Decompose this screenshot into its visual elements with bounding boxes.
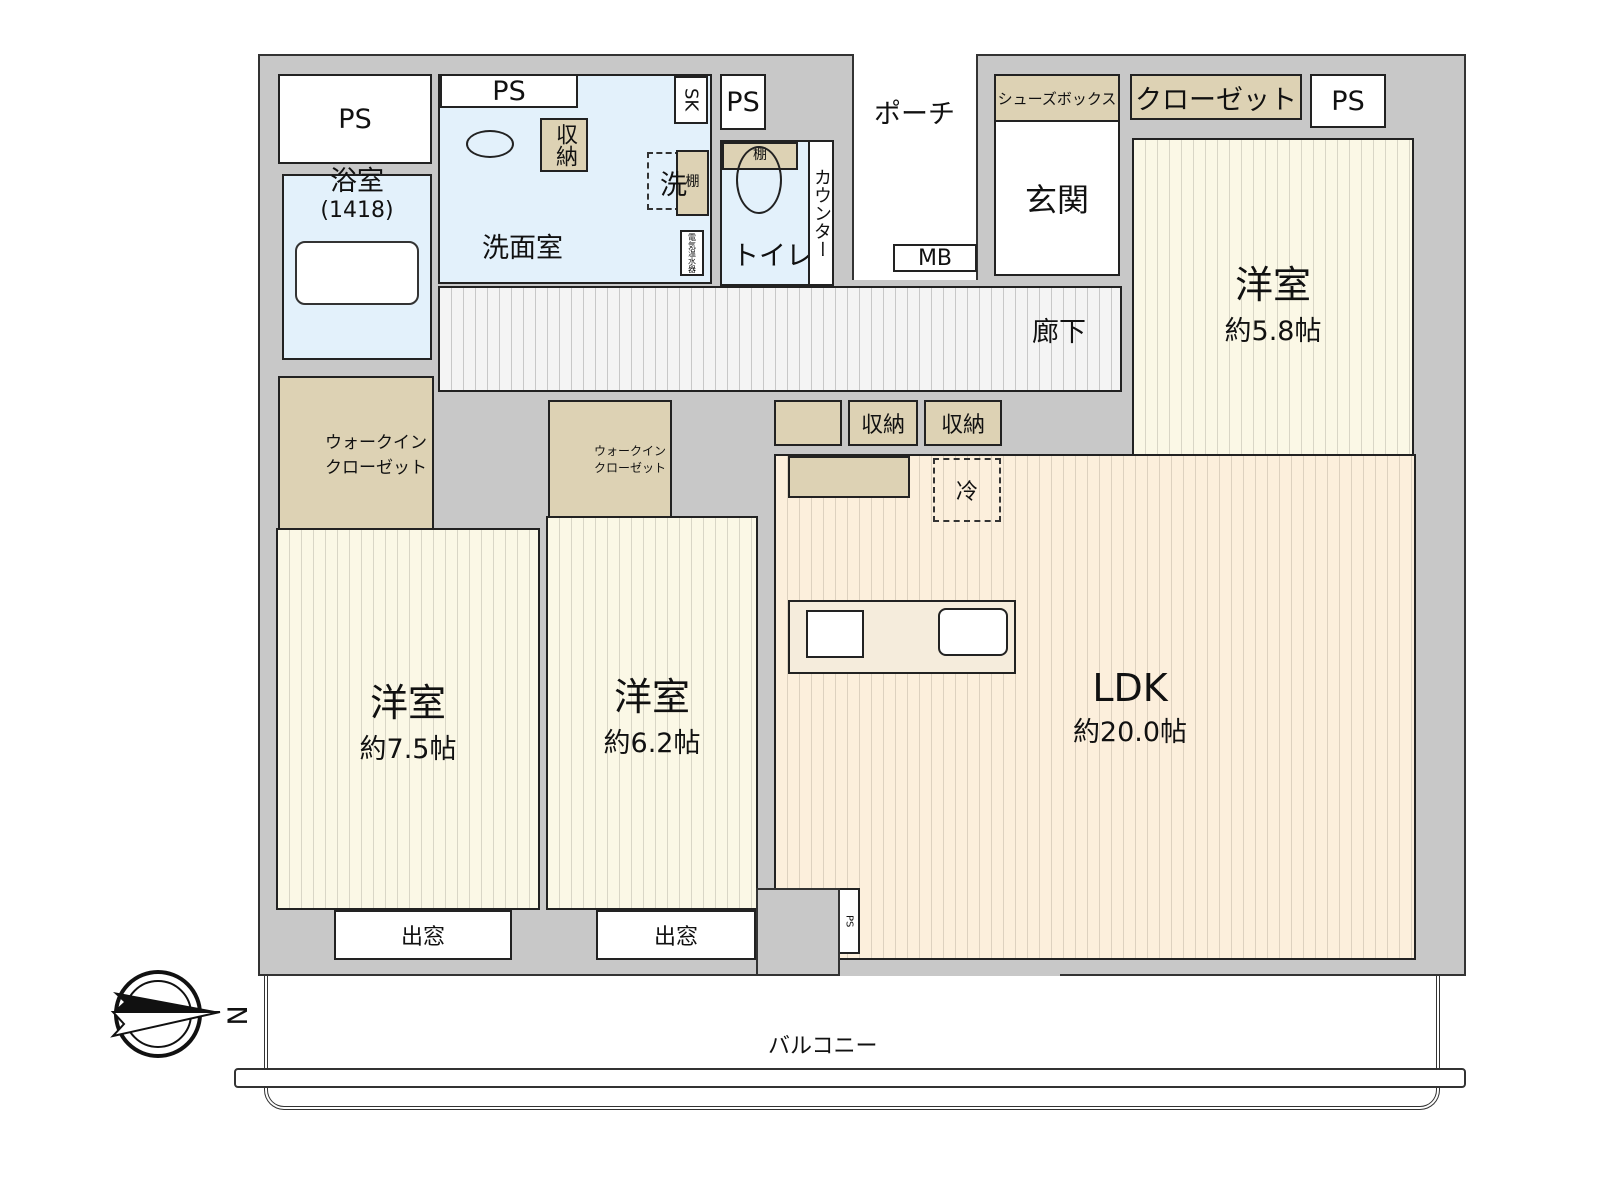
ps-washroom: PS <box>440 74 578 108</box>
ldk: LDK 約20.0帖 <box>774 454 1416 960</box>
bathroom: 浴室 (1418) <box>282 166 432 360</box>
balcony-label: バルコニー <box>768 1034 878 1059</box>
washroom-label: 洗面室 <box>482 233 563 264</box>
hallway <box>438 286 1122 392</box>
toilet-label: トイレ <box>732 241 813 272</box>
water-heater: 電気温水器 <box>680 230 704 276</box>
stove-icon <box>806 610 864 658</box>
bathtub-icon <box>295 241 419 305</box>
mb-box: MB <box>893 244 977 272</box>
wic-center: ウォークイン クローゼット <box>548 400 672 518</box>
wic-west: ウォークイン クローゼット <box>278 376 434 530</box>
kitchen-cabinets <box>788 456 910 498</box>
kitchen-counter <box>788 600 1016 674</box>
storage-2: 収納 <box>848 400 918 446</box>
washer-label: 洗 <box>660 170 687 201</box>
bedroom-ne-size: 約5.8帖 <box>1224 316 1322 347</box>
bedroom-center-name: 洋室 <box>613 675 690 719</box>
bath-size: (1418) <box>320 198 394 223</box>
porch-label: ポーチ <box>874 99 955 130</box>
washroom <box>438 74 712 284</box>
counter: カウンター <box>808 140 834 286</box>
bay-window-center: 出窓 <box>596 910 756 960</box>
compass-icon <box>108 968 248 1062</box>
ps-toilet: PS <box>720 74 766 130</box>
washroom-storage: 収納 <box>540 118 588 172</box>
bedroom-west-name: 洋室 <box>369 681 446 725</box>
ps-room: PS <box>278 74 432 164</box>
closet: クローゼット <box>1130 74 1302 120</box>
compass-north-label: N <box>220 1005 252 1026</box>
balcony-rail <box>234 1068 1466 1088</box>
storage-1 <box>774 400 842 446</box>
ps-closet: PS <box>1310 74 1386 128</box>
ldk-name: LDK <box>1092 665 1168 710</box>
hallway-label: 廊下 <box>1032 317 1086 348</box>
kitchen-sink-icon <box>938 608 1008 656</box>
ldk-size: 約20.0帖 <box>1072 716 1188 748</box>
storage-3: 収納 <box>924 400 1002 446</box>
bay-window-west: 出窓 <box>334 910 512 960</box>
entrance: 玄関 <box>994 120 1120 276</box>
pillar <box>756 888 840 976</box>
fridge-space: 冷 <box>933 458 1001 522</box>
bedroom-west-size: 約7.5帖 <box>359 734 457 765</box>
bedroom-ne-name: 洋室 <box>1234 263 1311 307</box>
toilet-icon <box>736 146 782 214</box>
porch <box>854 54 976 224</box>
bedroom-center: 洋室 約6.2帖 <box>546 516 758 910</box>
washroom-shelf: 棚 <box>676 150 709 216</box>
bedroom-center-size: 約6.2帖 <box>603 728 701 759</box>
sink-icon <box>466 130 514 158</box>
ps-ldk: PS <box>838 888 860 954</box>
bedroom-ne: 洋室 約5.8帖 <box>1132 138 1414 464</box>
bedroom-west: 洋室 約7.5帖 <box>276 528 540 910</box>
shoe-box: シューズボックス <box>994 74 1120 122</box>
sk-box: SK <box>674 76 708 124</box>
bath-label: 浴室 <box>330 166 384 197</box>
